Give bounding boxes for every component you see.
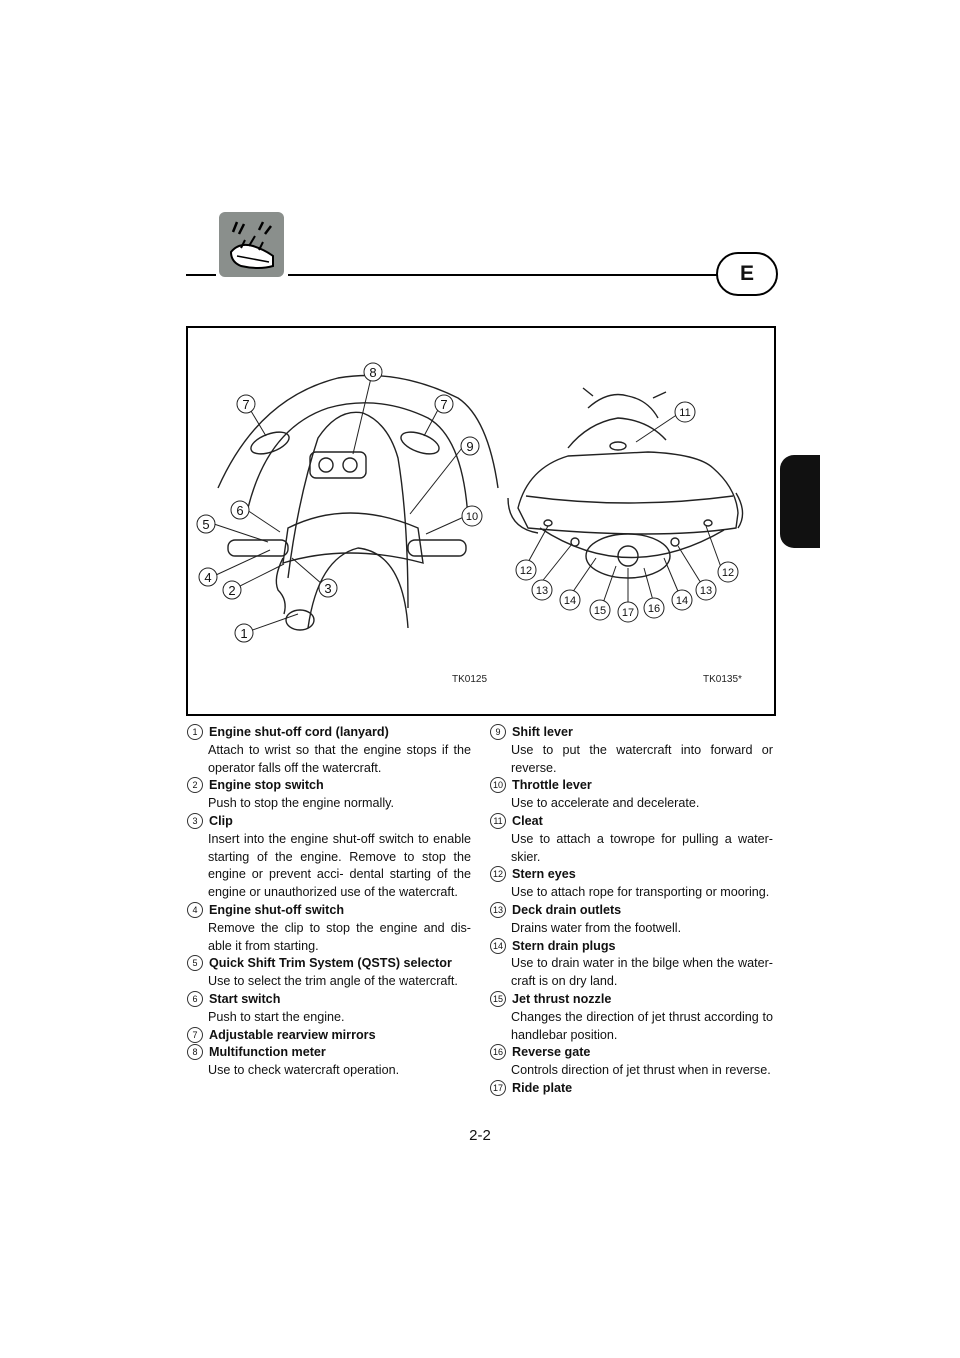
left-grip-shape <box>227 539 289 557</box>
svg-text:13: 13 <box>700 585 712 597</box>
svg-text:12: 12 <box>520 565 532 577</box>
svg-text:8: 8 <box>369 365 376 380</box>
callout-1: 1 <box>234 623 254 643</box>
right-grip-shape <box>407 539 467 557</box>
svg-text:1: 1 <box>240 626 247 641</box>
callout-12-right: 12 <box>717 561 739 583</box>
callout-10: 10 <box>461 505 483 527</box>
svg-text:14: 14 <box>676 595 688 607</box>
svg-text:4: 4 <box>204 570 211 585</box>
page-number: 2-2 <box>469 1127 491 1144</box>
callout-7-left: 7 <box>236 394 256 414</box>
diagram-drawing: 1 2 3 4 5 6 7 7 8 9 10 11 12 13 14 15 17… <box>196 362 744 643</box>
callout-14-left: 14 <box>559 589 581 611</box>
callout-12-left: 12 <box>515 559 537 581</box>
svg-text:9: 9 <box>466 439 473 454</box>
callout-3: 3 <box>318 578 338 598</box>
callout-16: 16 <box>643 597 665 619</box>
watercraft-diagram: 1 2 3 4 5 6 7 7 8 9 10 11 12 13 14 15 17… <box>186 326 776 716</box>
header-rule-right <box>288 274 774 276</box>
mirror-right-shape <box>400 431 440 455</box>
callout-6: 6 <box>230 500 250 520</box>
svg-text:3: 3 <box>324 581 331 596</box>
section-side-tab <box>780 455 820 548</box>
svg-text:10: 10 <box>466 511 478 523</box>
svg-text:5: 5 <box>202 517 209 532</box>
callout-11: 11 <box>674 401 696 423</box>
callout-14-right: 14 <box>671 589 693 611</box>
callout-17: 17 <box>617 601 639 623</box>
svg-text:6: 6 <box>236 503 243 518</box>
svg-text:14: 14 <box>564 595 576 607</box>
svg-text:17: 17 <box>622 607 634 619</box>
hull-outline-left <box>217 374 499 489</box>
callout-2: 2 <box>222 580 242 600</box>
figure-code-left: TK0125 <box>452 674 488 685</box>
svg-text:11: 11 <box>679 407 690 419</box>
svg-text:13: 13 <box>536 585 548 597</box>
language-badge: E <box>716 252 778 296</box>
mirror-left-shape <box>250 431 290 455</box>
callout-15: 15 <box>589 599 611 621</box>
figure-code-right: TK0135* <box>703 674 742 685</box>
svg-text:15: 15 <box>594 605 606 617</box>
callout-8: 8 <box>363 362 383 382</box>
callout-13-right: 13 <box>695 579 717 601</box>
callout-7-right: 7 <box>434 394 454 414</box>
multifunction-meter-shape <box>309 451 367 479</box>
svg-text:12: 12 <box>722 567 734 579</box>
svg-text:16: 16 <box>648 603 660 615</box>
header-rule-left <box>186 274 216 276</box>
watercraft-icon <box>219 212 284 277</box>
callout-5: 5 <box>196 514 216 534</box>
lanyard-clip-shape <box>285 609 315 631</box>
svg-text:2: 2 <box>228 583 235 598</box>
callout-13-left: 13 <box>531 579 553 601</box>
svg-text:7: 7 <box>242 397 249 412</box>
svg-text:7: 7 <box>440 397 447 412</box>
callout-4: 4 <box>198 567 218 587</box>
callout-9: 9 <box>460 436 480 456</box>
